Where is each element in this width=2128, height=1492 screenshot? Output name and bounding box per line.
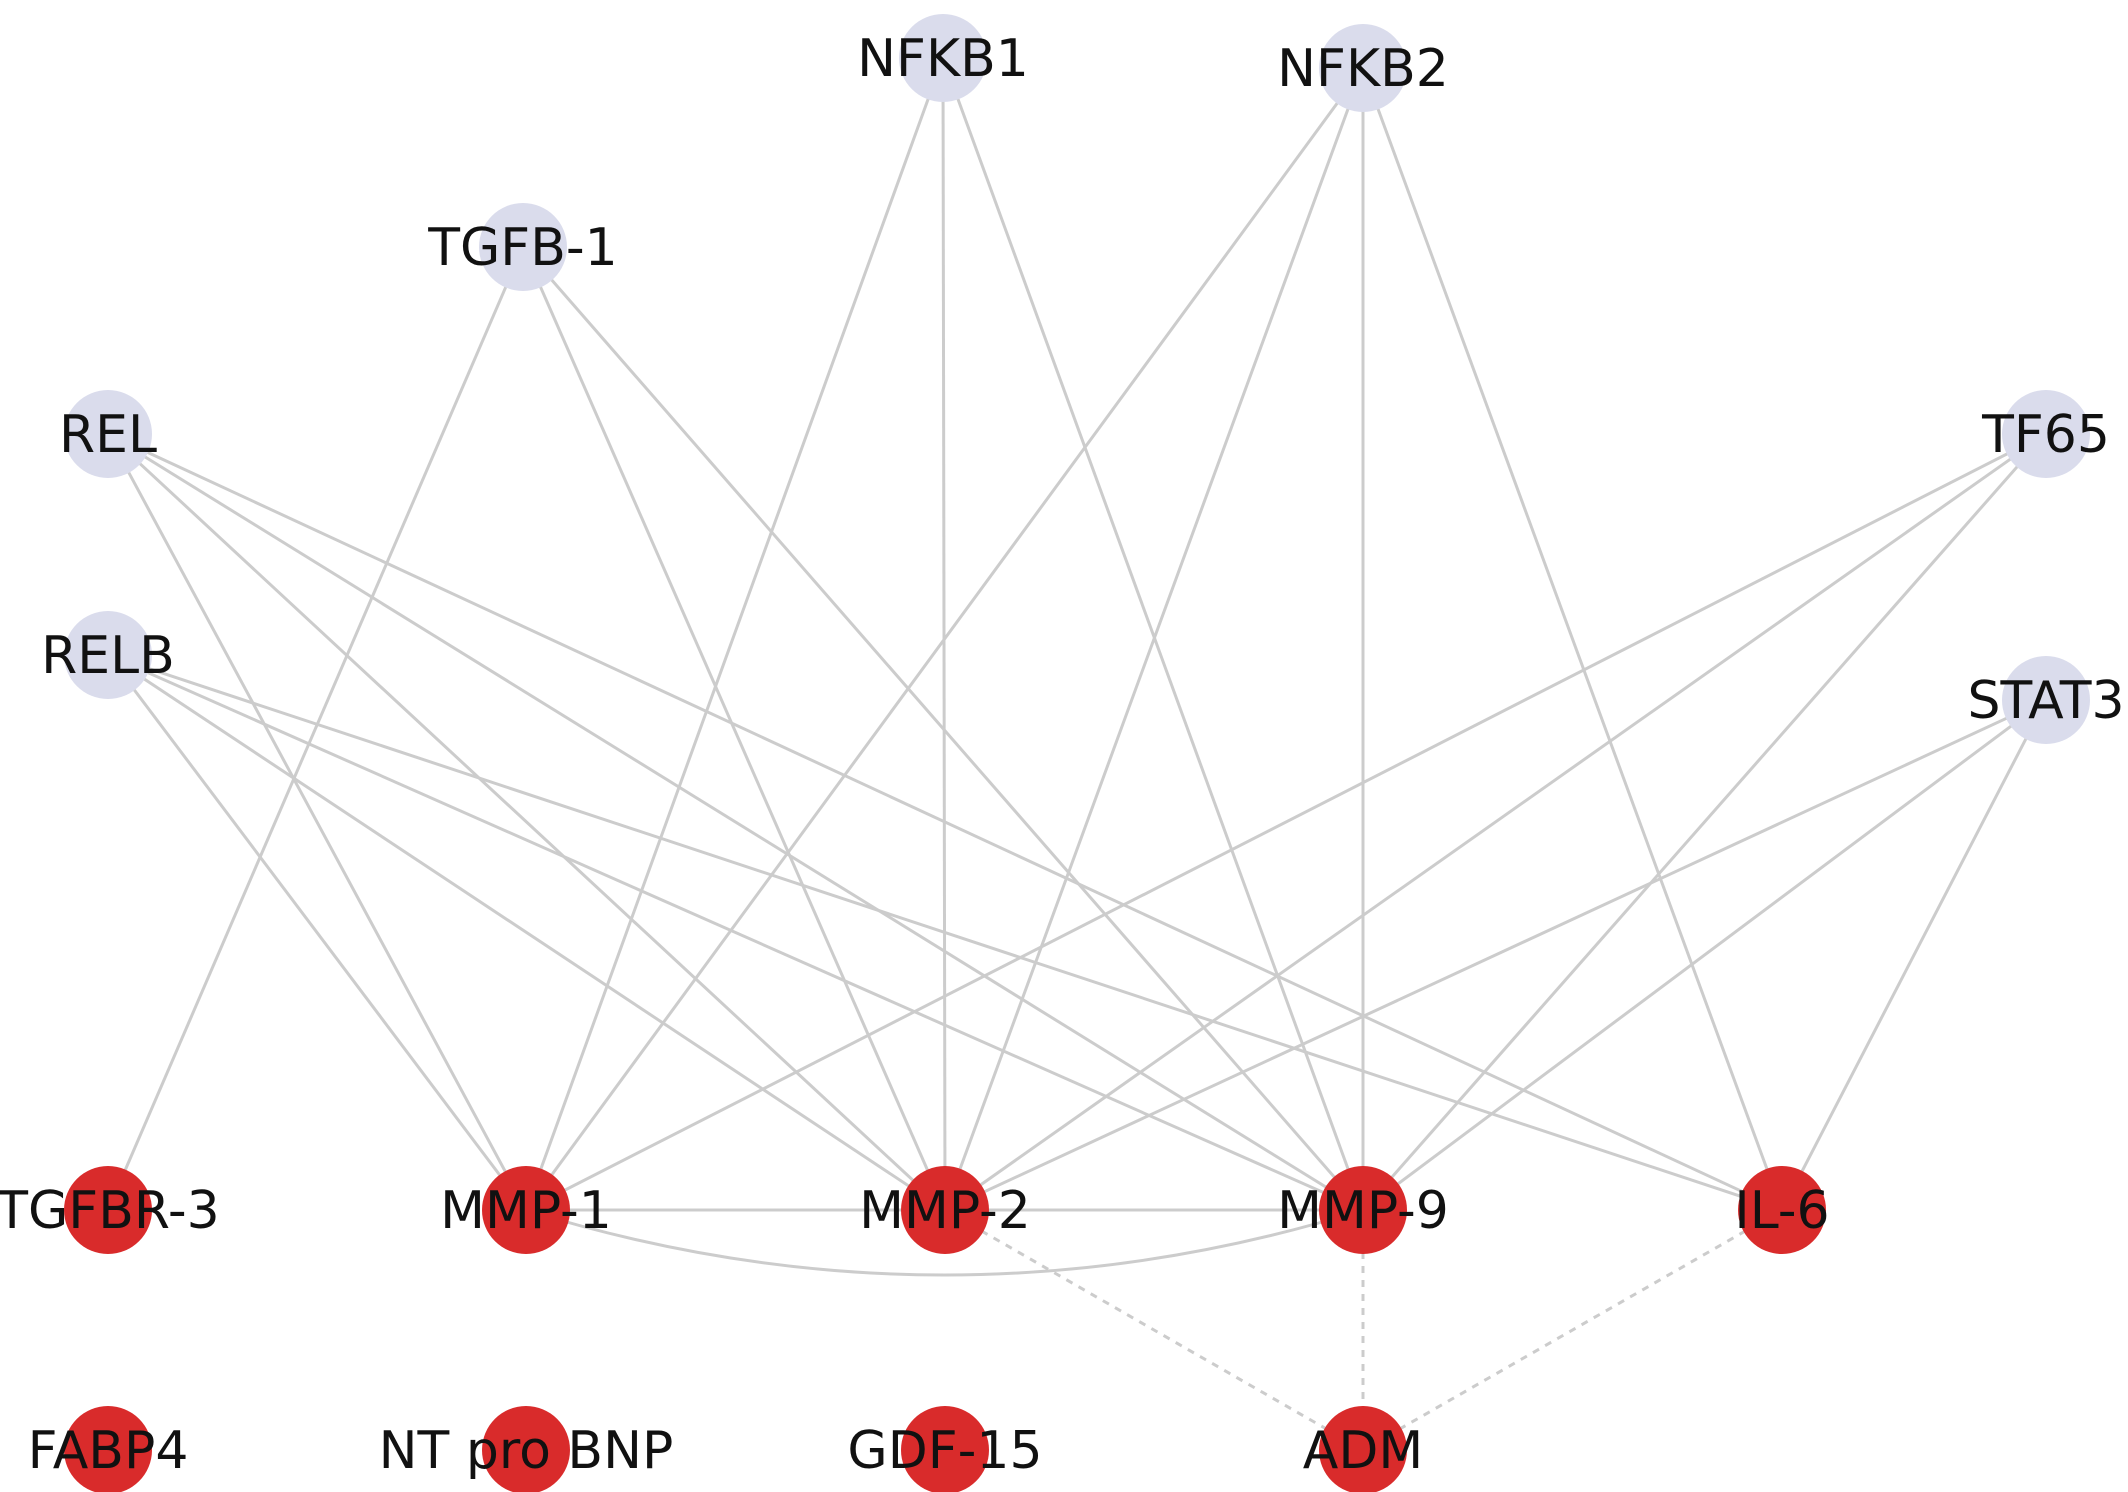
node-label-tgfbr3: TGFBR-3 [0,1181,220,1241]
node-gdf15: GDF-15 [847,1406,1043,1492]
node-label-stat3: STAT3 [1967,671,2124,731]
node-circle-tgfbr3 [64,1166,152,1254]
node-circle-nfkb1 [899,14,987,102]
node-nfkb1: NFKB1 [857,14,1029,102]
node-circle-gdf15 [901,1406,989,1492]
node-label-tgfb1: TGFB-1 [427,218,618,278]
node-mmp9: MMP-9 [1277,1166,1449,1254]
node-circle-relb [64,611,152,699]
edge-tgfb1-mmp2 [521,246,947,1211]
edge-stat3-mmp2 [944,698,2047,1212]
node-label-fabp4: FABP4 [28,1421,189,1481]
edge-rel-mmp1 [106,433,528,1211]
edge-mmp2-adm [944,1208,1364,1452]
edge-rel-il6 [107,432,1783,1212]
edge-relb-mmp1 [106,654,528,1211]
node-circle-mmp2 [901,1166,989,1254]
edge-rel-mmp2 [106,432,947,1212]
node-tgfbr3: TGFBR-3 [0,1166,220,1254]
node-label-nfkb2: NFKB2 [1277,39,1449,99]
node-circle-tf65 [2002,390,2090,478]
node-circle-mmp9 [1319,1166,1407,1254]
node-mmp1: MMP-1 [440,1166,612,1254]
edge-tgfb1-mmp9 [521,246,1365,1211]
node-label-mmp2: MMP-2 [859,1181,1031,1241]
edge-nfkb1-mmp1 [524,57,945,1211]
node-fabp4: FABP4 [28,1406,189,1492]
edge-relb-mmp2 [107,653,946,1212]
node-label-rel: REL [59,405,157,465]
edge-rel-mmp9 [107,432,1364,1212]
node-label-tf65: TF65 [1981,405,2110,465]
node-circle-adm [1319,1406,1407,1492]
node-label-nfkb1: NFKB1 [857,29,1029,89]
edge-mmp1-mmp9 [525,1208,1364,1277]
node-label-mmp1: MMP-1 [440,1181,612,1241]
node-relb: RELB [41,611,175,699]
node-circle-nfkb2 [1319,24,1407,112]
node-label-il6: IL-6 [1734,1181,1829,1241]
node-nfkb2: NFKB2 [1277,24,1449,112]
edge-layer [106,57,2048,1452]
edge-relb-mmp9 [107,653,1364,1212]
edge-stat3-mmp9 [1362,698,2047,1212]
node-circle-mmp1 [482,1166,570,1254]
edge-nfkb2-mmp2 [943,67,1365,1211]
node-adm: ADM [1303,1406,1423,1492]
node-rel: REL [59,390,157,478]
node-tgfb1: TGFB-1 [427,203,618,291]
node-mmp2: MMP-2 [859,1166,1031,1254]
edge-tf65-mmp1 [525,432,2047,1212]
edge-tf65-mmp2 [944,432,2047,1212]
node-circle-rel [64,390,152,478]
edge-nfkb2-il6 [1361,67,1784,1211]
edge-nfkb1-mmp2 [941,57,947,1211]
node-label-ntprobnp: NT pro BNP [379,1421,674,1481]
node-il6: IL-6 [1734,1166,1830,1254]
node-label-gdf15: GDF-15 [847,1421,1042,1481]
edge-relb-il6 [107,653,1783,1212]
node-circle-stat3 [2002,656,2090,744]
edge-tgfb1-tgfbr3 [106,246,525,1211]
edge-stat3-il6 [1780,699,2048,1211]
node-circle-fabp4 [64,1406,152,1492]
node-circle-il6 [1738,1166,1826,1254]
node-label-adm: ADM [1303,1421,1423,1481]
edge-il6-adm [1362,1208,1783,1452]
node-label-relb: RELB [41,626,175,686]
edge-nfkb1-mmp9 [941,57,1365,1211]
node-circle-tgfb1 [479,203,567,291]
node-label-mmp9: MMP-9 [1277,1181,1449,1241]
node-stat3: STAT3 [1967,656,2125,744]
node-circle-ntprobnp [482,1406,570,1492]
edge-tf65-mmp9 [1361,433,2048,1211]
edge-nfkb2-mmp1 [524,67,1365,1211]
node-tf65: TF65 [1981,390,2110,478]
node-ntprobnp: NT pro BNP [379,1406,674,1492]
